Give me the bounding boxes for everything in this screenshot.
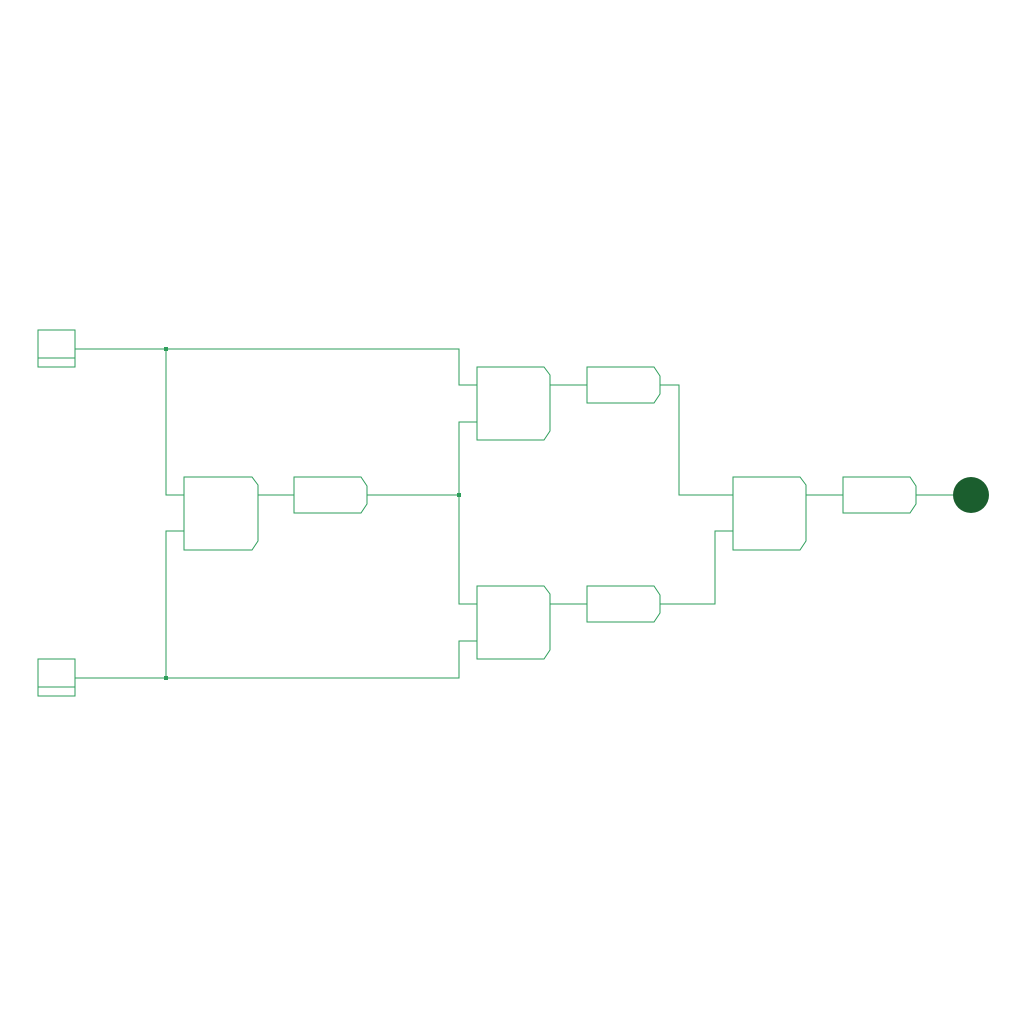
buffer-1[interactable] xyxy=(293,476,368,514)
junction-dot xyxy=(164,676,168,680)
output-lamp xyxy=(953,477,989,513)
wire-input-a-bus xyxy=(75,348,477,386)
wire-buffer-1-to-gate-3 xyxy=(458,495,477,605)
input-switch-b[interactable] xyxy=(37,658,76,697)
logic-gate-4[interactable] xyxy=(732,476,807,551)
junction-dot xyxy=(164,347,168,351)
wire-buffer-3-to-gate-4 xyxy=(660,530,733,605)
input-switch-body xyxy=(37,658,76,697)
buffer-2[interactable] xyxy=(586,366,661,404)
wire-buffer-1-to-gate-2 xyxy=(458,421,477,495)
logic-gate-2[interactable] xyxy=(476,366,551,441)
input-switch-a[interactable] xyxy=(37,329,76,368)
wires xyxy=(75,348,953,679)
wire-input-b-bus xyxy=(75,640,477,679)
wire-input-b-to-gate-1 xyxy=(165,530,184,678)
logic-gate-3[interactable] xyxy=(476,585,551,660)
buffer-3[interactable] xyxy=(586,585,661,623)
junctions xyxy=(164,347,461,680)
wire-buffer-2-to-gate-4 xyxy=(660,384,733,496)
input-switch-body xyxy=(37,329,76,368)
buffer-4[interactable] xyxy=(842,476,917,514)
wire-input-a-to-gate-1 xyxy=(165,349,184,496)
junction-dot xyxy=(457,493,461,497)
logic-gate-1[interactable] xyxy=(183,476,259,551)
